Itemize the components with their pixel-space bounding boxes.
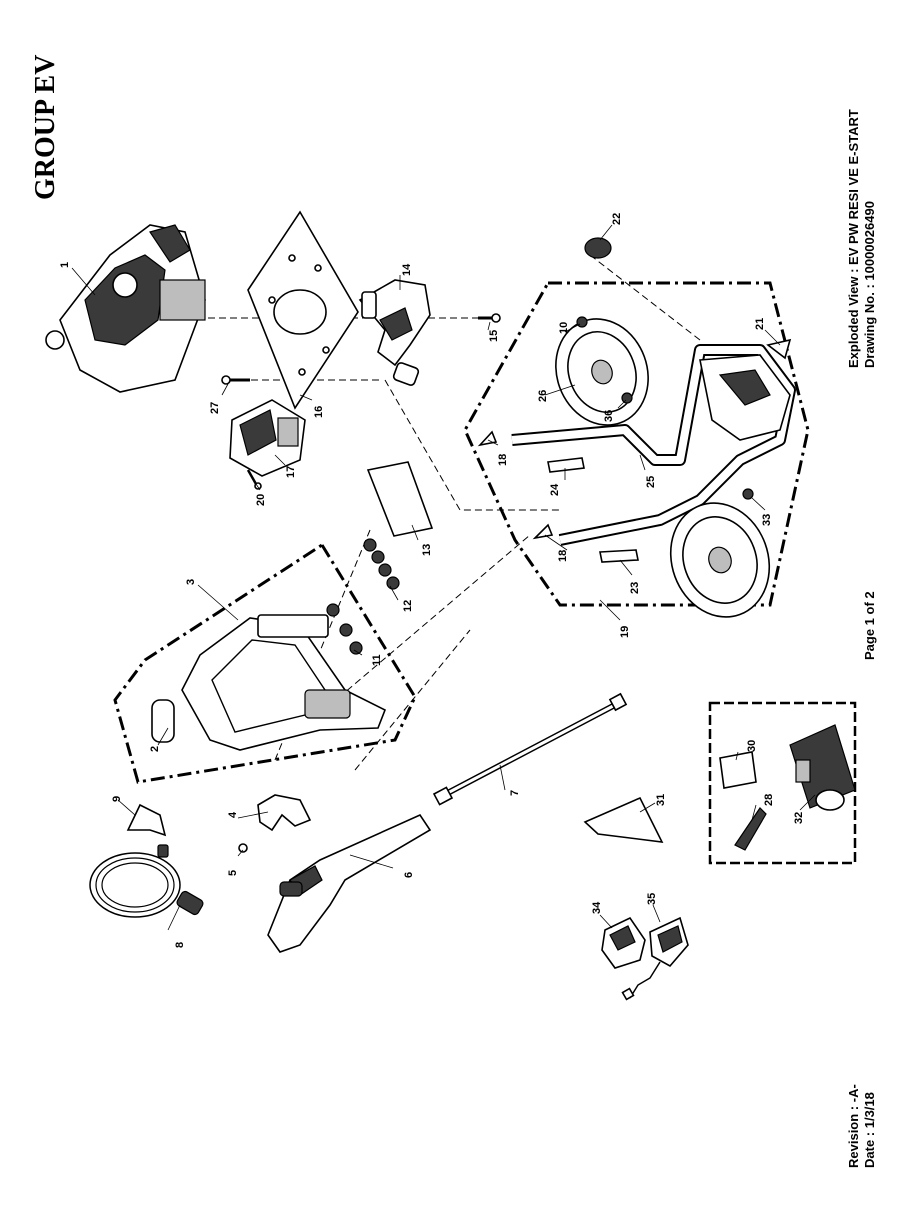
handle-tube xyxy=(151,699,175,743)
spray-gun xyxy=(267,813,432,953)
callout-34: 34 xyxy=(591,901,603,914)
foot xyxy=(584,237,612,259)
callout-1: 1 xyxy=(59,262,71,268)
charger-cord xyxy=(629,961,661,999)
callout-31: 31 xyxy=(655,794,667,806)
bolt xyxy=(221,375,250,385)
callout-9: 9 xyxy=(111,796,123,802)
callout-15: 15 xyxy=(488,330,500,342)
engine xyxy=(45,224,206,393)
assembly-line xyxy=(589,254,701,341)
callout-18b: 18 xyxy=(557,550,569,562)
battery-box xyxy=(229,399,306,477)
wheel xyxy=(669,502,771,618)
callout-30: 30 xyxy=(746,740,758,752)
pump xyxy=(358,279,431,386)
frame-group-border xyxy=(463,281,810,607)
accessory-group-border xyxy=(708,701,857,865)
spray-wand xyxy=(432,692,628,806)
hose-bracket xyxy=(257,794,312,832)
callout-16: 16 xyxy=(313,406,325,418)
label xyxy=(547,457,585,473)
screw xyxy=(238,843,248,853)
charger-face xyxy=(657,925,683,953)
nut xyxy=(742,488,754,500)
callout-32: 32 xyxy=(793,812,805,824)
pin xyxy=(532,523,554,540)
engine-mount-plate xyxy=(247,210,359,410)
assembly-line xyxy=(354,629,471,771)
charger-plug xyxy=(621,987,635,1001)
handle-assembly xyxy=(181,614,387,751)
callout-6: 6 xyxy=(403,872,415,878)
callout-8: 8 xyxy=(174,942,186,948)
callout-18a: 18 xyxy=(497,454,509,466)
manual xyxy=(719,751,757,789)
decal xyxy=(366,461,434,537)
callout-26: 26 xyxy=(537,390,549,402)
hose-hook xyxy=(126,803,167,837)
callout-24: 24 xyxy=(549,483,561,496)
callout-labels: 1 2 3 4 5 6 7 8 9 10 11 12 13 14 15 16 1… xyxy=(59,213,805,948)
knob-set xyxy=(326,538,400,655)
assembly-line xyxy=(274,529,371,761)
callout-3: 3 xyxy=(185,579,197,585)
callout-36: 36 xyxy=(603,410,615,422)
callout-25: 25 xyxy=(645,476,657,488)
screw xyxy=(246,469,262,490)
battery-face xyxy=(609,925,636,951)
callout-7: 7 xyxy=(509,790,521,796)
callout-4: 4 xyxy=(227,811,239,818)
callout-35: 35 xyxy=(646,893,658,905)
assembly-line xyxy=(384,379,560,511)
callout-2: 2 xyxy=(149,746,161,752)
callout-14: 14 xyxy=(401,263,413,276)
callout-12: 12 xyxy=(402,600,414,612)
detergent-tank xyxy=(789,724,856,811)
callout-33: 33 xyxy=(761,514,773,526)
nut xyxy=(576,316,588,328)
callout-10: 10 xyxy=(558,322,570,334)
hose xyxy=(89,844,204,918)
callout-17: 17 xyxy=(285,466,297,478)
callout-28: 28 xyxy=(763,794,775,806)
frame xyxy=(511,344,796,546)
callout-27: 27 xyxy=(209,402,221,414)
callout-5: 5 xyxy=(227,870,239,876)
callout-22: 22 xyxy=(611,213,623,225)
callout-13: 13 xyxy=(421,544,433,556)
callout-19: 19 xyxy=(619,626,631,638)
label xyxy=(766,338,792,360)
callout-23: 23 xyxy=(629,582,641,594)
handle-group-border xyxy=(113,542,417,784)
callout-11: 11 xyxy=(371,654,383,666)
label xyxy=(599,549,639,563)
parts-bag xyxy=(583,796,664,843)
assembly-line xyxy=(329,534,531,706)
bolt xyxy=(478,313,501,323)
nut xyxy=(621,392,633,404)
wheel xyxy=(555,318,649,426)
nozzle xyxy=(734,807,767,851)
callout-20: 20 xyxy=(255,494,267,506)
leader-lines xyxy=(71,224,816,931)
callout-21: 21 xyxy=(754,318,766,330)
